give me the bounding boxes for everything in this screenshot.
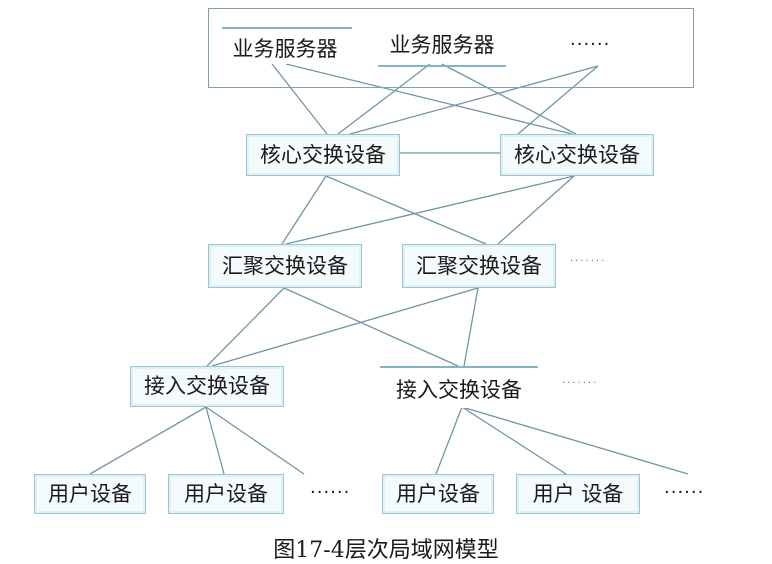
- link-more-core1: [349, 65, 599, 135]
- link-acc2-more: [461, 406, 689, 475]
- link-server1-core1: [271, 63, 328, 135]
- user-device-3: 用户设备: [382, 474, 494, 514]
- link-core2-agg2: [497, 175, 575, 245]
- access2-top-rule: [380, 366, 538, 368]
- link-agg1-acc2: [283, 287, 459, 367]
- aggregation-ellipsis: ·······: [570, 256, 607, 267]
- server-ellipsis: ······: [570, 34, 611, 55]
- user-device-2: 用户设备: [168, 474, 284, 514]
- figure-caption: 图17-4层次局域网模型: [273, 538, 499, 563]
- user-device-1: 用户设备: [34, 474, 146, 514]
- user-ellipsis-right: ······: [664, 482, 705, 503]
- link-acc1-user1: [89, 406, 207, 475]
- link-core1-agg2: [325, 175, 487, 245]
- access-switch-1: 接入交换设备: [130, 366, 284, 407]
- link-server1-core2: [285, 63, 573, 135]
- business-server-1: 业务服务器: [216, 34, 354, 64]
- aggregation-switch-1: 汇聚交换设备: [208, 244, 362, 288]
- user-ellipsis-left: ······: [310, 482, 351, 503]
- user-device-2-label: 用户设备: [184, 481, 268, 506]
- link-agg2-acc1: [211, 287, 479, 367]
- link-server2-core2: [441, 63, 577, 135]
- access-ellipsis: ·······: [562, 378, 599, 389]
- link-agg2-acc2: [463, 287, 479, 367]
- business-server-1-label: 业务服务器: [232, 36, 338, 61]
- core-switch-2-label: 核心交换设备: [514, 142, 640, 167]
- access-switch-2-label: 接入交换设备: [396, 377, 522, 402]
- aggregation-switch-1-label: 汇聚交换设备: [222, 253, 348, 278]
- user-device-3-label: 用户设备: [396, 481, 480, 506]
- aggregation-switch-2: 汇聚交换设备: [402, 244, 556, 288]
- business-server-2: 业务服务器: [372, 30, 512, 60]
- user-device-1-label: 用户设备: [48, 481, 132, 506]
- server1-top-rule: [222, 27, 352, 29]
- core-switch-1: 核心交换设备: [246, 134, 400, 176]
- link-acc2-user4: [461, 406, 567, 475]
- core-switch-1-label: 核心交换设备: [260, 142, 386, 167]
- access-switch-1-label: 接入交换设备: [144, 374, 270, 398]
- link-acc1-user2: [205, 406, 225, 475]
- access-switch-2: 接入交换设备: [380, 372, 538, 408]
- link-core1-agg1: [281, 175, 327, 245]
- core-switch-2: 核心交换设备: [500, 134, 654, 176]
- server2-bottom-rule: [378, 65, 506, 67]
- link-acc1-more: [205, 406, 305, 475]
- link-server2-core1: [337, 63, 431, 135]
- server-group-frame: [208, 8, 694, 88]
- user-device-4: 用户 设备: [516, 474, 640, 514]
- link-more-core2: [517, 65, 599, 135]
- link-core2-agg1: [285, 175, 575, 245]
- link-acc2-user3: [435, 406, 463, 475]
- business-server-2-label: 业务服务器: [389, 32, 495, 57]
- user-device-4-label: 用户 设备: [532, 481, 624, 506]
- link-agg1-acc1: [206, 287, 285, 367]
- aggregation-switch-2-label: 汇聚交换设备: [416, 253, 542, 278]
